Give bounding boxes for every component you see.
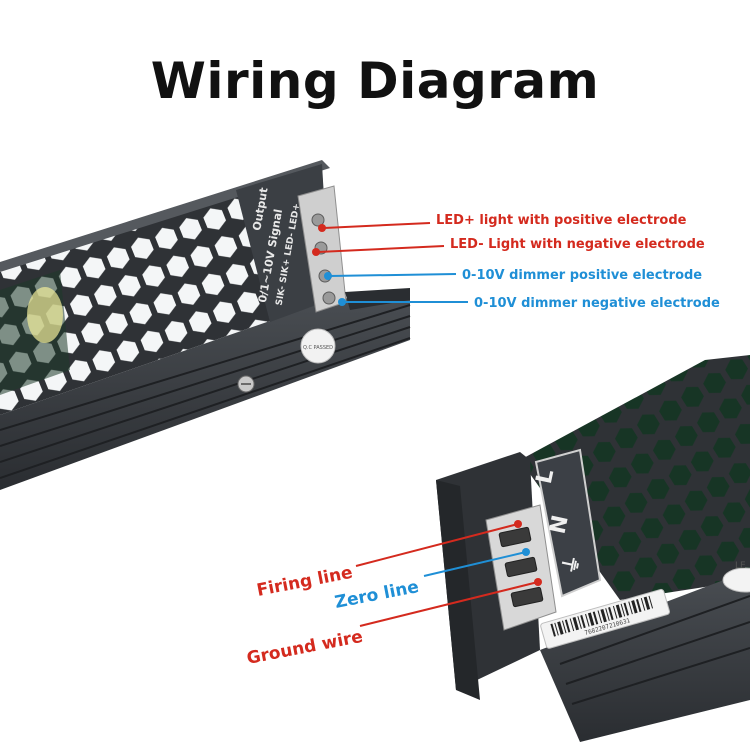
silk-n: N <box>546 513 574 536</box>
label-dim-plus: 0-10V dimmer positive electrode <box>462 268 702 283</box>
silk-l: L <box>532 467 559 486</box>
label-led-plus: LED+ light with positive electrode <box>436 213 687 228</box>
bottom-power-supply: L N ⏚ <box>436 355 750 742</box>
label-dim-minus: 0-10V dimmer negative electrode <box>474 296 720 311</box>
top-power-supply: Output 0/1~10V Signal SIK- SIK+ LED- LED… <box>0 160 411 490</box>
qc-sticker <box>300 328 336 364</box>
diagram-title: Wiring Diagram <box>150 52 600 110</box>
svg-text:LE: LE <box>735 561 746 571</box>
label-led-minus: LED- Light with negative electrode <box>450 237 705 252</box>
silk-ground: ⏚ <box>557 552 585 577</box>
bottom-silk-strip <box>534 448 602 598</box>
qc-sticker-text: Q.C PASSED <box>303 345 333 351</box>
top-callouts: LED+ light with positive electrode LED- … <box>312 213 720 311</box>
label-ground-wire: Ground wire <box>245 627 364 669</box>
